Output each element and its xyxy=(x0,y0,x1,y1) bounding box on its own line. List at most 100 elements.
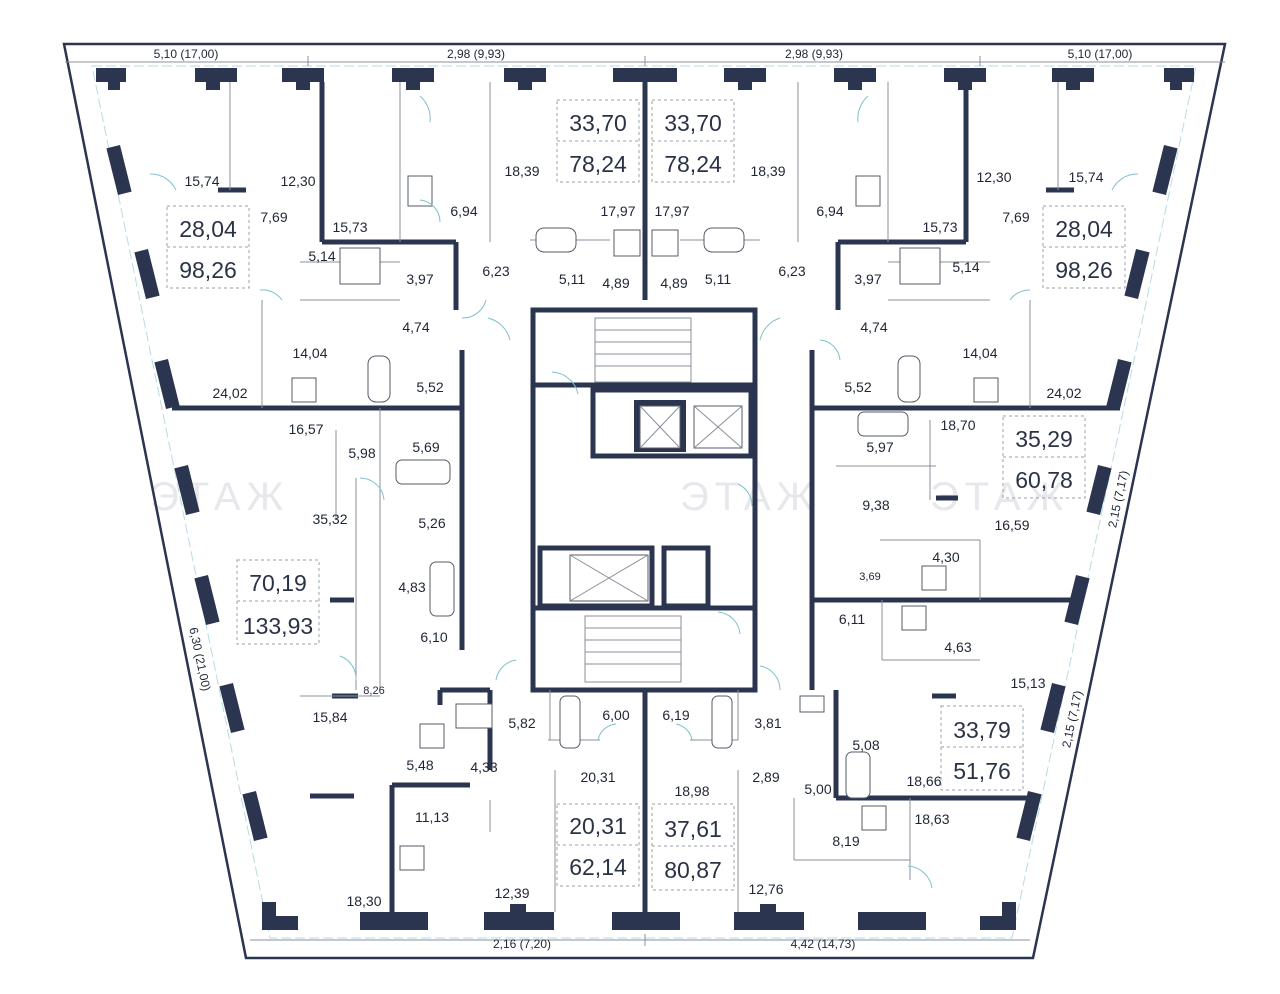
room-area: 15,73 xyxy=(922,219,957,235)
dim-top-4: 5,10 (17,00) xyxy=(1068,47,1133,61)
room-area: 17,97 xyxy=(600,203,635,219)
apartment-total-area: 78,24 xyxy=(664,151,722,177)
apartment-card: 70,19 133,93 xyxy=(236,559,320,645)
apartment-living-area: 33,79 xyxy=(953,717,1011,743)
room-area: 5,52 xyxy=(844,379,871,395)
apartment-living-area: 70,19 xyxy=(249,570,307,596)
room-area: 15,74 xyxy=(1068,169,1103,185)
room-area: 18,63 xyxy=(914,811,949,827)
room-area: 4,89 xyxy=(660,275,687,291)
room-area: 15,84 xyxy=(312,709,347,725)
apartment-living-area: 28,04 xyxy=(179,216,237,242)
apartment-living-area: 20,31 xyxy=(569,813,627,839)
room-area: 6,00 xyxy=(602,707,629,723)
apartment-total-area: 78,24 xyxy=(569,151,627,177)
room-area: 7,69 xyxy=(260,209,287,225)
room-area: 5,97 xyxy=(866,439,893,455)
apartment-card: 37,61 80,87 xyxy=(651,803,735,891)
dim-bottom-1: 2,16 (7,20) xyxy=(493,937,551,951)
room-area: 18,30 xyxy=(346,893,381,909)
building-outline xyxy=(62,42,1227,960)
room-area: 18,39 xyxy=(504,163,539,179)
apartment-living-area: 37,61 xyxy=(664,816,722,842)
room-area: 6,94 xyxy=(450,203,477,219)
room-area: 5,69 xyxy=(412,439,439,455)
apartment-card: 33,70 78,24 xyxy=(556,99,640,183)
facade-piers xyxy=(96,68,1194,930)
room-area: 3,69 xyxy=(859,571,880,583)
room-area: 4,74 xyxy=(860,319,887,335)
apartment-living-area: 33,70 xyxy=(569,110,627,136)
room-area: 17,97 xyxy=(654,203,689,219)
room-area: 18,39 xyxy=(750,163,785,179)
apartment-labels: 28,04 98,26 33,70 78,24 33,70 78,24 28,0… xyxy=(166,99,1126,891)
room-area: 14,04 xyxy=(292,345,327,361)
room-area: 4,89 xyxy=(602,275,629,291)
room-area: 15,73 xyxy=(332,219,367,235)
fixtures xyxy=(291,175,999,871)
room-area: 20,31 xyxy=(580,769,615,785)
room-area: 4,33 xyxy=(470,759,497,775)
room-area: 12,30 xyxy=(280,173,315,189)
doors xyxy=(149,95,1139,889)
apartment-total-area: 80,87 xyxy=(664,857,722,883)
dimension-marks xyxy=(65,56,1225,946)
room-area: 12,39 xyxy=(494,885,529,901)
apartment-total-area: 98,26 xyxy=(1055,257,1113,283)
room-area: 4,30 xyxy=(932,549,959,565)
apartment-total-area: 51,76 xyxy=(953,758,1011,784)
watermark: ЭТАЖ ЭТАЖ ЭТАЖ xyxy=(150,475,1063,519)
facade-glazing xyxy=(91,65,1197,939)
room-area: 18,98 xyxy=(674,783,709,799)
apartment-living-area: 28,04 xyxy=(1055,216,1113,242)
room-areas: 15,74 12,30 7,69 15,73 5,14 3,97 6,94 18… xyxy=(184,163,1103,909)
room-area: 5,48 xyxy=(406,757,433,773)
room-area: 3,97 xyxy=(406,271,433,287)
room-area: 4,74 xyxy=(402,319,429,335)
apartment-card: 28,04 98,26 xyxy=(166,205,250,289)
room-area: 5,11 xyxy=(559,271,585,287)
room-area: 16,57 xyxy=(288,421,323,437)
watermark-text-2: ЭТАЖ xyxy=(680,475,819,519)
room-area: 24,02 xyxy=(1046,385,1081,401)
apartment-card: 33,70 78,24 xyxy=(651,99,735,183)
apartment-total-area: 62,14 xyxy=(569,854,627,880)
watermark-text-1: ЭТАЖ xyxy=(150,475,289,519)
room-area: 5,52 xyxy=(416,379,443,395)
room-area: 6,94 xyxy=(816,203,843,219)
room-area: 12,76 xyxy=(748,881,783,897)
room-area: 6,19 xyxy=(662,707,689,723)
room-area: 5,08 xyxy=(852,737,879,753)
room-area: 5,14 xyxy=(308,248,335,264)
apartment-card: 28,04 98,26 xyxy=(1042,205,1126,289)
apartment-total-area: 60,78 xyxy=(1015,467,1073,493)
room-area: 24,02 xyxy=(212,385,247,401)
room-area: 7,69 xyxy=(1002,209,1029,225)
room-area: 6,10 xyxy=(420,629,447,645)
room-area: 2,89 xyxy=(752,769,779,785)
room-area: 6,23 xyxy=(482,263,509,279)
room-area: 18,70 xyxy=(940,417,975,433)
apartment-living-area: 35,29 xyxy=(1015,426,1073,452)
dim-top-1: 5,10 (17,00) xyxy=(154,47,219,61)
apartment-card: 35,29 60,78 xyxy=(1002,415,1086,499)
dim-top-3: 2,98 (9,93) xyxy=(785,47,843,61)
room-area: 16,59 xyxy=(994,517,1029,533)
apartment-card: 20,31 62,14 xyxy=(556,803,640,887)
room-area: 18,66 xyxy=(906,773,941,789)
room-area: 11,13 xyxy=(415,809,449,825)
room-area: 8,26 xyxy=(363,685,384,697)
room-area: 15,13 xyxy=(1010,675,1045,691)
apartment-total-area: 98,26 xyxy=(179,257,237,283)
room-area: 5,82 xyxy=(508,715,535,731)
room-area: 6,11 xyxy=(839,611,865,627)
dim-bottom-2: 4,42 (14,73) xyxy=(791,937,856,951)
room-area: 6,23 xyxy=(778,263,805,279)
room-area: 5,98 xyxy=(348,445,375,461)
dim-top-2: 2,98 (9,93) xyxy=(447,47,505,61)
room-area: 3,81 xyxy=(754,715,781,731)
room-area: 9,38 xyxy=(862,497,889,513)
room-area: 4,63 xyxy=(944,639,971,655)
room-area: 15,74 xyxy=(184,173,219,189)
